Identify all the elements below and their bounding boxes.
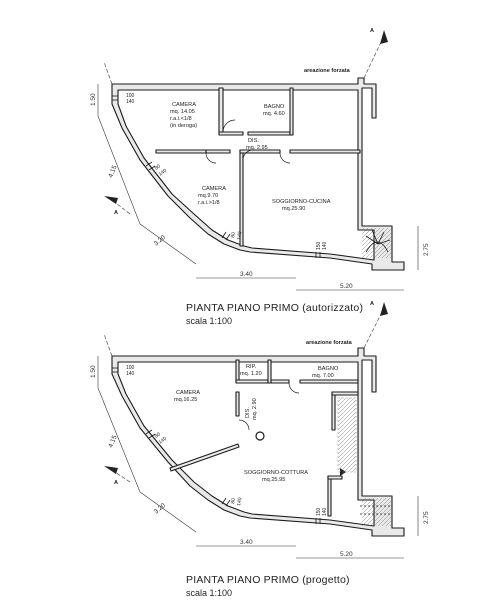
svg-text:2.75: 2.75 [423, 511, 430, 524]
room-name: RIP. [246, 364, 257, 370]
room-rai: r.a.i.>1/8 [198, 200, 220, 206]
plan-top: A A 1.50 4.15 3.20 3.40 5.20 2.75 100 14… [90, 28, 430, 291]
plan-bottom-doors [238, 382, 346, 476]
room-name: CAMERA [202, 186, 226, 192]
plan-top-windows [112, 95, 321, 258]
plan-top-scale: scala 1:100 [186, 316, 233, 326]
section-marker-label: A [370, 301, 374, 307]
svg-text:1.50: 1.50 [90, 93, 97, 106]
plan-top-stair [362, 228, 392, 258]
plan-bottom-room-labels: CAMERA mq.16.25 RIP. mq. 1.20 BAGNO mq. … [174, 364, 339, 483]
room-area: mq. 7.00 [312, 373, 334, 379]
svg-text:140: 140 [158, 168, 168, 178]
plan-bottom-windows [112, 367, 321, 524]
room-name: DIS. [248, 138, 259, 144]
room-area: mq.25.90 [282, 206, 305, 212]
section-marker-label: A [114, 480, 118, 486]
room-area: mq. 4.60 [263, 111, 285, 117]
room-name: BAGNO [318, 366, 339, 372]
svg-text:4.15: 4.15 [107, 434, 118, 449]
plan-top-doors [205, 119, 291, 164]
plan-bottom-stair [337, 397, 392, 526]
plan-bottom-note-areazione: areazione forzata [306, 340, 353, 346]
svg-text:80: 80 [154, 431, 162, 439]
room-name: SOGGIORNO-COTTURA [244, 470, 308, 476]
svg-text:80: 80 [230, 232, 237, 239]
room-name: SOGGIORNO-CUCINA [272, 199, 331, 205]
plan-top-note-areazione: areazione forzata [304, 68, 351, 74]
room-area: mq. 14.05 [170, 109, 195, 115]
svg-text:3.20: 3.20 [153, 502, 167, 516]
svg-text:80: 80 [230, 498, 237, 505]
room-area: mq. 2.90 [252, 398, 258, 420]
room-name: CAMERA [172, 102, 196, 108]
svg-text:5.20: 5.20 [340, 283, 353, 290]
room-area: mq. 2.95 [246, 145, 268, 151]
svg-text:5.20: 5.20 [340, 551, 353, 558]
plan-bottom-section-markers: A A [103, 301, 388, 486]
plan-top-window-labels: 100 140 80 140 80 140 150 140 [126, 93, 328, 250]
plan-bottom-scale: scala 1:100 [186, 588, 233, 598]
room-area: mq.25.95 [262, 477, 285, 483]
svg-text:1.50: 1.50 [90, 365, 97, 378]
svg-text:100: 100 [126, 365, 135, 371]
svg-text:140: 140 [126, 371, 135, 377]
room-rai: r.a.i.<1/8 [170, 116, 192, 122]
plan-bottom-title: PIANTA PIANO PRIMO (progetto) [186, 574, 350, 586]
svg-text:150: 150 [316, 507, 322, 516]
plan-bottom-dimensions [97, 356, 419, 559]
plan-top-room-labels: CAMERA mq. 14.05 r.a.i.<1/8 (in deroga) … [170, 102, 331, 212]
room-area: mq.16.25 [174, 397, 197, 403]
room-area: mq. 1.20 [240, 371, 262, 377]
plan-bottom-window-labels: 100 140 80 140 80 140 150 140 [126, 365, 328, 516]
svg-text:3.40: 3.40 [240, 271, 253, 278]
svg-text:140: 140 [236, 497, 243, 506]
section-marker-label: A [114, 210, 118, 216]
plan-bottom-inner-walls [169, 359, 359, 517]
plan-top-inner-walls [155, 87, 361, 247]
svg-text:140: 140 [236, 231, 243, 240]
svg-text:80: 80 [154, 163, 162, 171]
svg-text:150: 150 [316, 241, 322, 250]
room-name: CAMERA [176, 390, 200, 396]
room-name: BAGNO [264, 104, 285, 110]
svg-text:140: 140 [322, 241, 328, 250]
svg-text:3.40: 3.40 [240, 539, 253, 546]
plan-top-dimensions [97, 84, 419, 291]
plan-top-title: PIANTA PIANO PRIMO (autorizzato) [186, 302, 364, 314]
svg-text:140: 140 [322, 507, 328, 516]
svg-text:4.15: 4.15 [107, 164, 118, 179]
svg-text:140: 140 [126, 99, 135, 105]
svg-text:100: 100 [126, 93, 135, 99]
section-marker-label: A [370, 28, 374, 34]
plan-top-section-markers: A A [103, 28, 388, 216]
plan-bottom: A A 1.50 4.15 3.20 3.40 5.20 2.75 100 14… [90, 301, 430, 559]
room-extra: (in deroga) [170, 123, 197, 129]
room-name: DIS. [245, 407, 251, 418]
svg-text:2.75: 2.75 [423, 243, 430, 256]
room-area: mq.9.70 [198, 193, 218, 199]
svg-text:3.20: 3.20 [153, 234, 167, 248]
svg-text:140: 140 [158, 436, 168, 446]
